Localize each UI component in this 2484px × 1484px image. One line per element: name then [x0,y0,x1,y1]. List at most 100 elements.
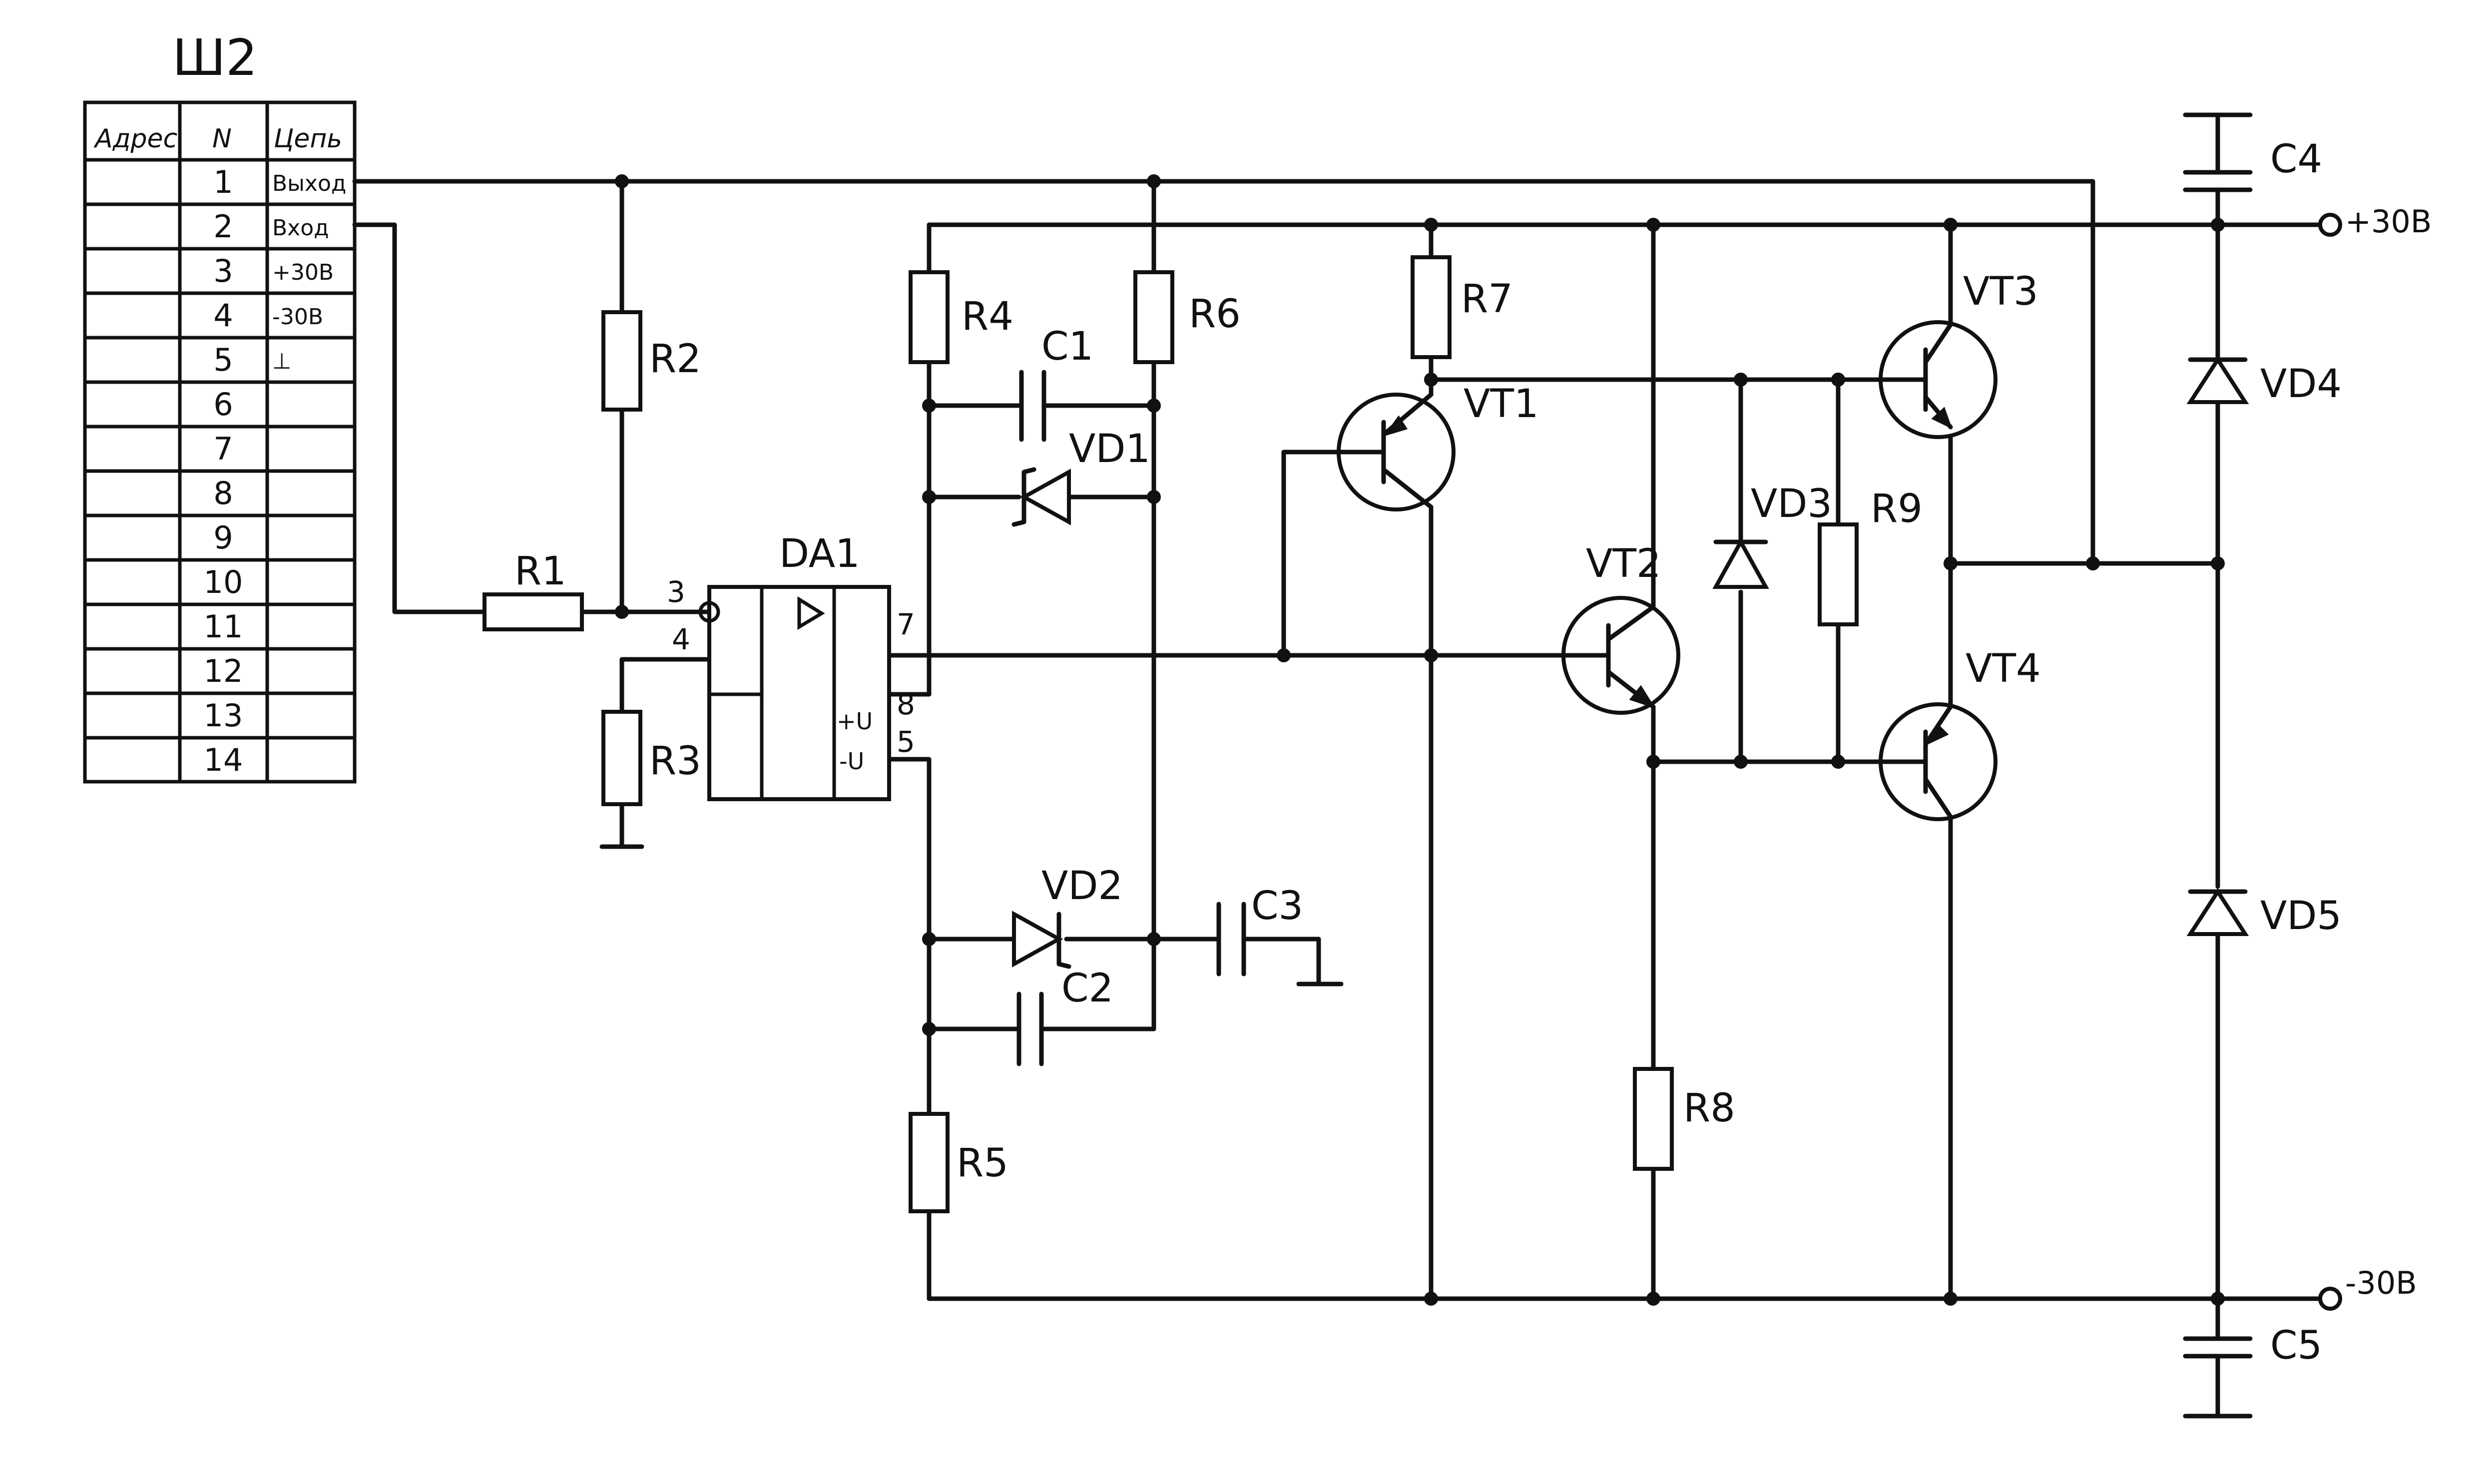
junction-dot [1424,373,1438,387]
junction-dot [2211,556,2225,570]
label-r2: R2 [649,337,701,382]
label-c5: C5 [2270,1323,2322,1368]
table-cell-number: 13 [204,697,243,734]
vt2-arrow [1629,685,1656,709]
table-cell-circuit: Выход [272,171,346,196]
capacitors [1016,112,2253,1419]
table-cell-number: 10 [204,564,243,600]
opamp-inverting-circle [698,601,720,623]
label-vt4: VT4 [1966,646,2041,691]
vt1-base-wire [1281,450,1341,658]
table-frame [83,100,357,784]
vt3-body [1879,320,1997,439]
diode-vd2 [1012,911,1063,968]
junction-dot [1424,218,1438,232]
table-cell-circuit: +30В [272,260,334,285]
junctions [615,174,2225,1306]
junction-dot [2086,556,2100,570]
junction-dot [1734,373,1748,387]
transistor-vt4 [1879,702,1997,821]
resistor-r3 [601,710,642,806]
pin-supply-positive-label: +U [837,708,873,735]
junction-dot [1147,399,1161,413]
table-cell-circuit: Вход [272,215,329,241]
junction-dot [615,174,629,188]
label-vt3: VT3 [1963,269,2038,314]
resistor-r2 [601,310,642,412]
vt1-arrow [1383,415,1408,437]
table-cell-number: 8 [213,475,233,511]
negative-terminal[interactable] [2318,1287,2342,1311]
vt3-arrow [1931,407,1953,429]
table-cell-number: 1 [213,164,233,200]
table-cell-number: 6 [213,386,233,423]
label-c3: C3 [1251,884,1303,929]
pin-5-label: 5 [897,725,915,759]
pin-3-label: 3 [667,575,685,609]
label-c4: C4 [2270,137,2322,182]
resistor-r6 [1133,270,1174,364]
diodes [1011,356,2249,969]
positive-terminal[interactable] [2318,213,2342,237]
junction-dot [1944,218,1958,232]
label-vt1: VT1 [1464,382,1539,427]
label-r4: R4 [962,294,1013,339]
label-vd1: VD1 [1069,427,1150,472]
resistors [483,255,1859,1213]
diode-vd2-bar [1056,912,1071,969]
diode-vd4 [2186,356,2249,404]
junction-dot [922,1022,936,1036]
junction-dot [922,399,936,413]
transistor-vt2 [1558,596,1680,715]
resistor-r7 [1411,255,1452,359]
pin-supply-negative-label: -U [839,748,864,775]
junction-dot [922,490,936,504]
label-r6: R6 [1189,292,1241,337]
component-labels: R1 R2 R3 R4 R5 R6 R7 R8 R9 C1 C2 C3 C4 C… [514,137,2342,1368]
junction-dot [1147,174,1161,188]
junction-dot [1424,1292,1438,1306]
pin4-wire [619,657,712,714]
diode-vd5 [2186,888,2249,936]
junction-dot [1831,755,1845,769]
table-row-lines [83,158,357,740]
table-cell-number: 3 [213,253,233,289]
opamp-triangle-symbol [797,596,825,630]
junction-dot [1277,648,1291,662]
transistor-vt3 [1879,320,1997,439]
header-circuit: Цепь [274,124,342,154]
junction-dot [1147,490,1161,504]
transistor-vt1 [1336,392,1456,511]
junction-dot [1424,648,1438,662]
wiring [352,112,2323,1419]
junction-dot [1831,373,1845,387]
resistor-r5 [909,1112,950,1213]
table-cell-number: 4 [213,297,233,334]
junction-dot [1734,755,1748,769]
table-cell-circuit: ⊥ [272,349,291,374]
junction-dot [1944,556,1958,570]
resistor-r8 [1633,1067,1674,1171]
table-cell-number: 5 [213,342,233,378]
label-r3: R3 [649,739,701,784]
table-cell-number: 12 [204,653,243,689]
vt3-collector-lead [1923,322,1953,365]
diode-vd3 [1712,537,1769,589]
label-vd5: VD5 [2260,894,2342,939]
label-vt2: VT2 [1586,541,1661,586]
vt2-collector-lead [1606,604,1656,642]
label-r1: R1 [514,549,566,594]
junction-dot [1646,1292,1660,1306]
resistor-r1 [483,592,584,631]
diode-vd1 [1019,469,1071,525]
table-cell-number: 9 [213,519,233,556]
transistors [1336,320,1997,821]
label-vd3: VD3 [1751,482,1832,526]
label-da1: DA1 [779,531,860,576]
table-cell-number: 14 [204,742,243,778]
output-wire [352,179,2095,566]
table-cell-circuit: -30В [272,304,323,330]
pin-8-label: 8 [897,687,915,721]
